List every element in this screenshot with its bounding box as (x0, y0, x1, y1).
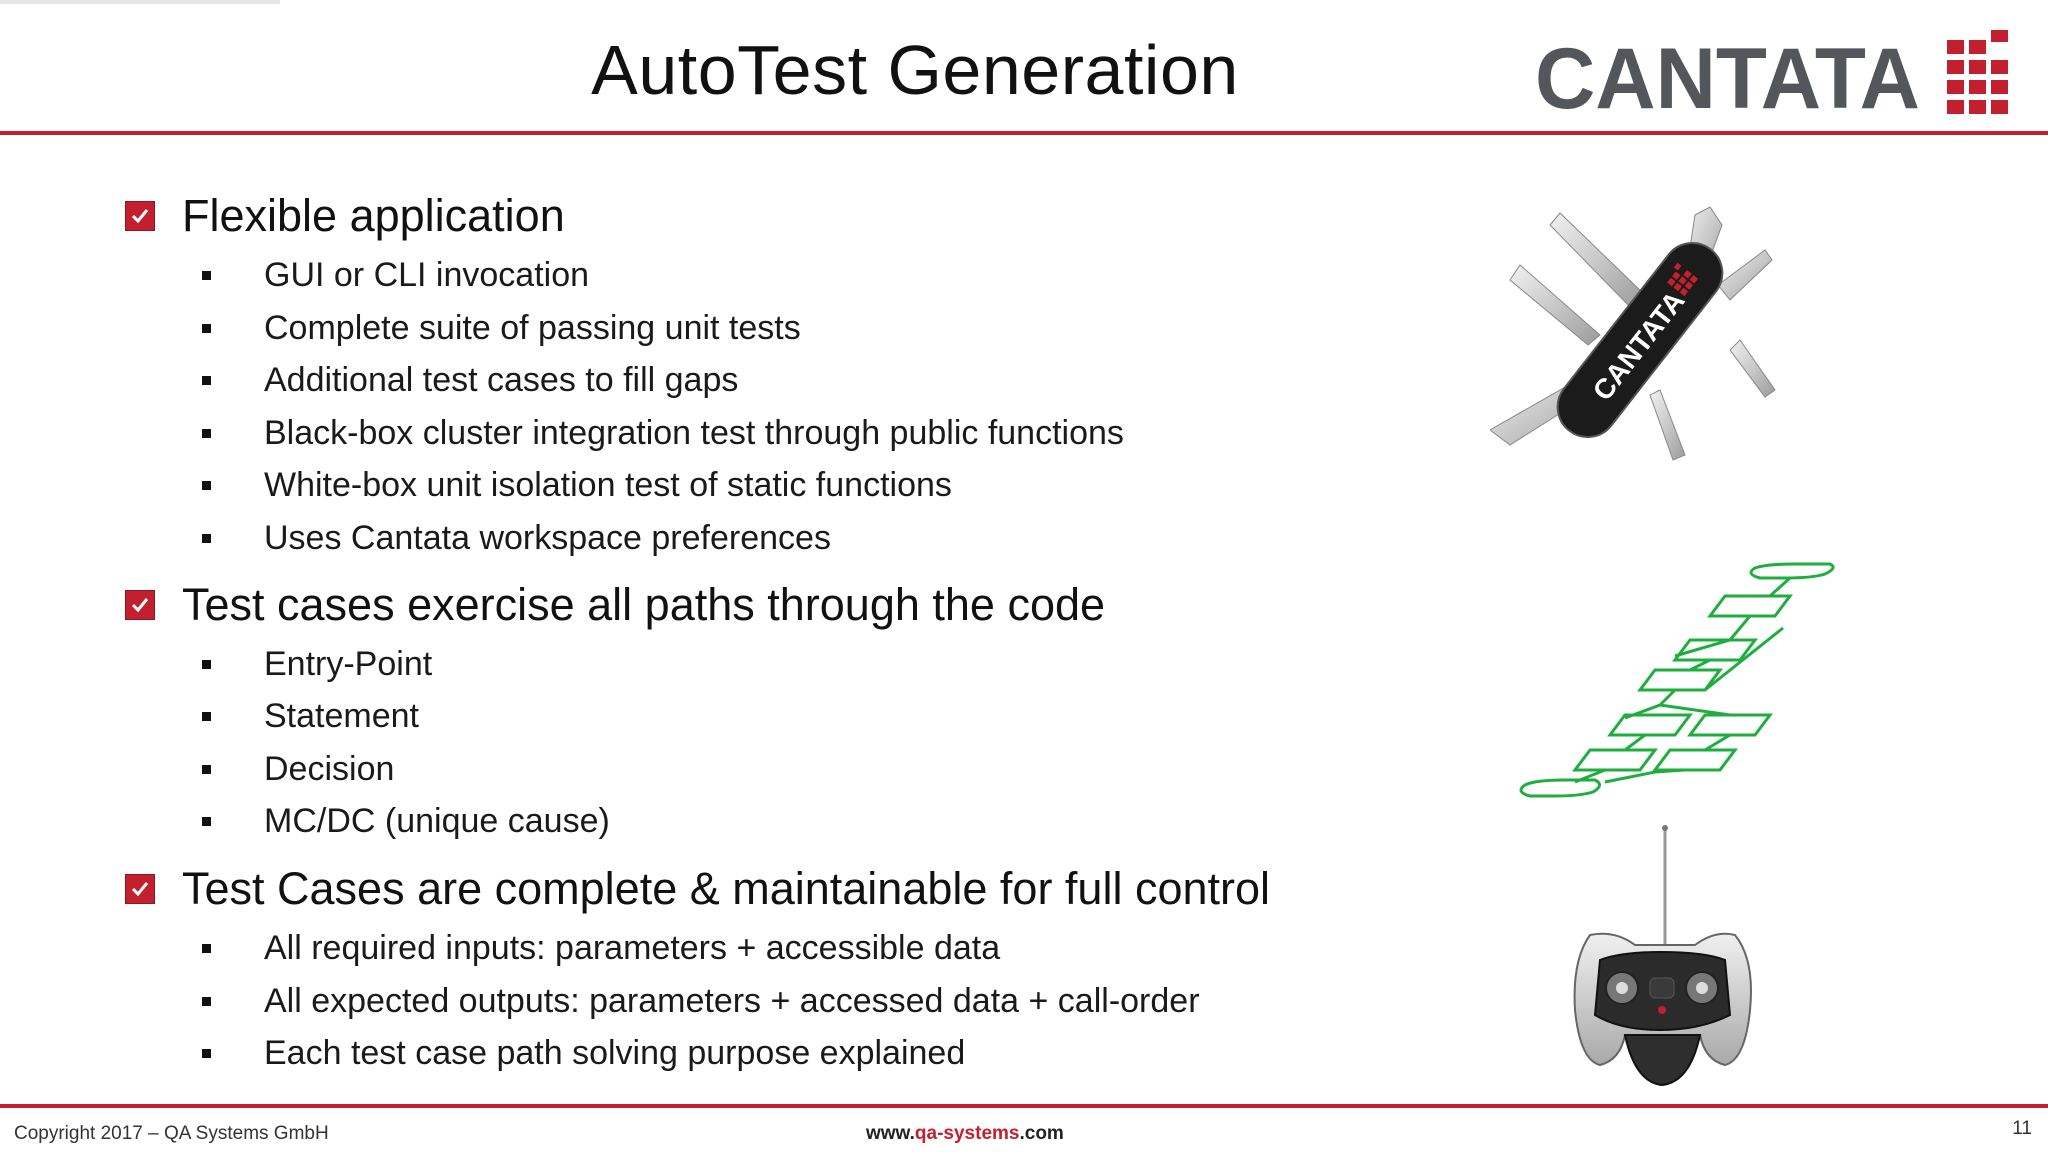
bullet-text: All required inputs: parameters + access… (264, 929, 1001, 967)
section-test-cases-complete: Test Cases are complete & maintainable f… (125, 861, 1270, 917)
list-item: Additional test cases to fill gaps (202, 358, 738, 402)
bullet-text: Uses Cantata workspace preferences (264, 519, 831, 557)
list-item: Entry-Point (202, 642, 432, 686)
top-strip (0, 0, 280, 4)
bullet-square-icon (202, 659, 211, 669)
bullet-square-icon (202, 533, 211, 543)
list-item: Uses Cantata workspace preferences (202, 516, 831, 560)
bullet-square-icon (202, 996, 211, 1006)
bullet-square-icon (202, 816, 211, 826)
swiss-army-knife-icon: CANTATA (1490, 206, 1776, 461)
bullet-text: White-box unit isolation test of static … (264, 466, 952, 504)
list-item: All required inputs: parameters + access… (202, 926, 1000, 970)
section-title: Test Cases are complete & maintainable f… (182, 863, 1271, 914)
bullet-text: Entry-Point (264, 645, 433, 683)
bullet-text: GUI or CLI invocation (264, 256, 590, 294)
checkbox-checked-icon (125, 874, 155, 904)
bullet-square-icon (202, 711, 211, 721)
flowchart-icon (1519, 562, 1835, 798)
bullet-text: Complete suite of passing unit tests (264, 309, 801, 347)
checkbox-checked-icon (125, 590, 155, 620)
bullet-square-icon (202, 428, 211, 438)
list-item: GUI or CLI invocation (202, 253, 589, 297)
footer-rule (0, 1104, 2048, 1108)
footer-website-link[interactable]: www.qa-systems.com (866, 1123, 1064, 1144)
section-test-paths: Test cases exercise all paths through th… (125, 577, 1105, 633)
list-item: Complete suite of passing unit tests (202, 306, 801, 350)
checkbox-checked-icon (125, 201, 155, 231)
logo-text: CANTATA (1535, 31, 1920, 120)
bullet-text: Decision (264, 750, 395, 788)
bullet-text: All expected outputs: parameters + acces… (264, 982, 1200, 1020)
list-item: MC/DC (unique cause) (202, 799, 610, 843)
list-item: Black-box cluster integration test throu… (202, 411, 1124, 455)
bullet-text: Additional test cases to fill gaps (264, 361, 739, 399)
bullet-square-icon (202, 1048, 211, 1058)
bullet-text: Each test case path solving purpose expl… (264, 1034, 966, 1072)
section-flexible-application: Flexible application (125, 188, 565, 244)
page-number: 11 (2012, 1118, 2032, 1139)
footer-copyright: Copyright 2017 – QA Systems GmbH (14, 1123, 329, 1144)
remote-control-icon (1573, 825, 1752, 1087)
slide-title: AutoTest Generation (591, 31, 1239, 109)
bullet-text: MC/DC (unique cause) (264, 802, 610, 840)
bullet-square-icon (202, 480, 211, 490)
bullet-square-icon (202, 764, 211, 774)
list-item: All expected outputs: parameters + acces… (202, 979, 1200, 1023)
bullet-text: Statement (264, 697, 419, 735)
bullet-square-icon (202, 270, 211, 280)
bullet-text: Black-box cluster integration test throu… (264, 414, 1124, 452)
cantata-logo: CANTATA (1535, 30, 2008, 120)
list-item: White-box unit isolation test of static … (202, 463, 952, 507)
list-item: Each test case path solving purpose expl… (202, 1031, 965, 1075)
list-item: Statement (202, 694, 419, 738)
bullet-square-icon (202, 375, 211, 385)
section-title: Flexible application (182, 190, 565, 241)
logo-grid-icon (1947, 30, 2008, 114)
bullet-square-icon (202, 323, 211, 333)
list-item: Decision (202, 747, 394, 791)
section-title: Test cases exercise all paths through th… (182, 579, 1106, 630)
header-rule (0, 131, 2048, 135)
bullet-square-icon (202, 943, 211, 953)
